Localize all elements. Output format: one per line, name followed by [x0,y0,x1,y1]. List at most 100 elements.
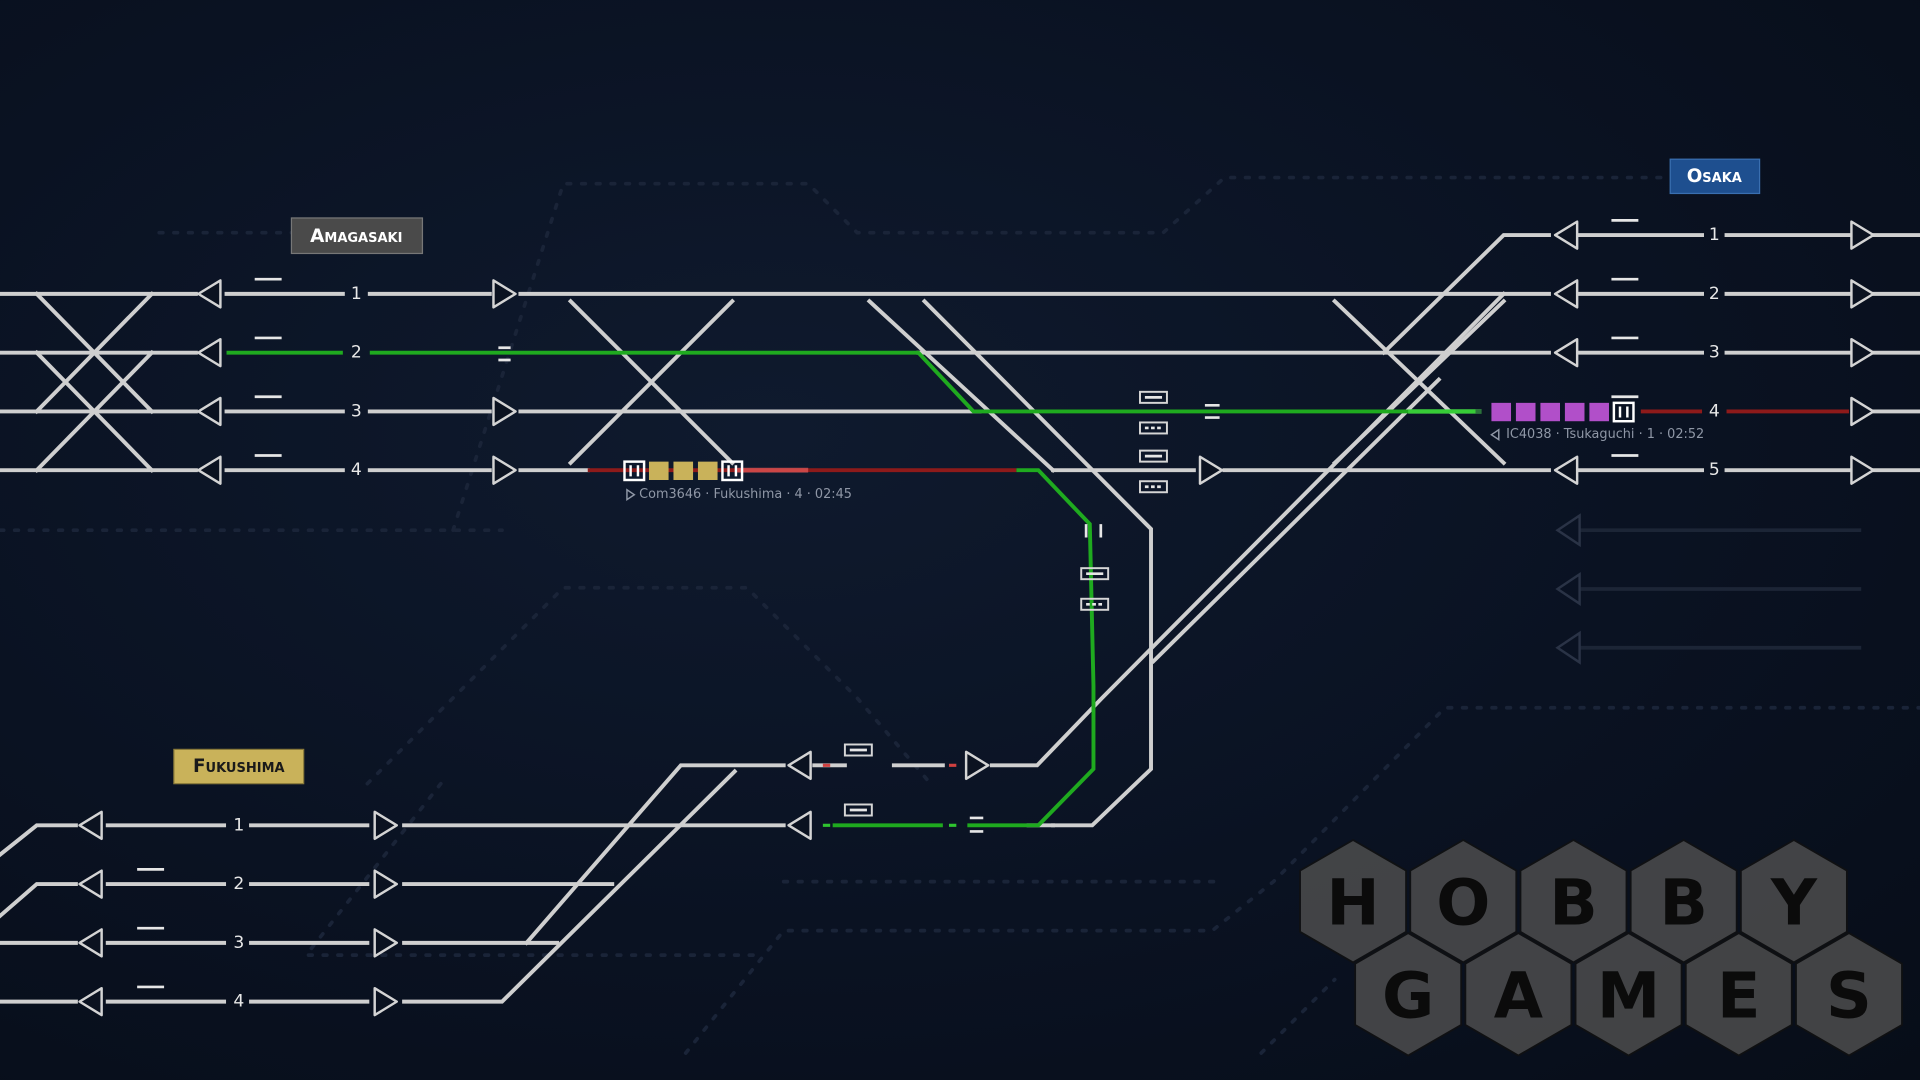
logo-letter: H [1326,867,1379,941]
signal-right-icon [373,986,398,1017]
signal-right-icon [1850,279,1875,309]
signal-left-icon [197,396,222,427]
signal-left-icon [1553,455,1579,485]
logo-letter: M [1597,960,1660,1034]
active-route [226,350,1476,828]
signal-right-icon [1850,337,1875,368]
signal-left-icon [787,750,812,780]
fukushima-platform-3: 3 [233,933,244,953]
switch-box-icon [1080,567,1110,581]
train-car [1589,402,1609,422]
signal-left-icon [78,928,103,958]
signal-left-icon [1555,571,1581,606]
signal-right-icon [492,396,517,427]
station-amagasaki[interactable]: Amagasaki [290,217,424,255]
station-label-box [1669,158,1761,195]
train-cab [721,460,744,482]
logo-hex-tile [1629,838,1738,964]
train-cab [1612,401,1635,423]
platform-numbers: 1 2 3 4 1 2 3 4 5 1 2 3 4 [233,225,1719,1012]
osaka-platform-3: 3 [1709,343,1720,363]
background-guides [0,175,1920,1055]
signal-left-icon [1553,337,1579,368]
signal-right-icon [1850,220,1875,250]
logo-letter: Y [1770,867,1818,941]
signal-right-icon [373,869,398,899]
station-name: Amagasaki [310,226,402,247]
train-info-label: IC4038 · Tsukaguchi · 1 · 02:52 [1506,427,1704,442]
switch-box-icon [1139,390,1168,404]
direction-right-icon [626,488,636,501]
logo-hex-tile [1795,932,1903,1057]
signal-left-icon [787,810,812,840]
station-name: Fukushima [193,756,285,777]
logo-hex-tile [1684,932,1793,1057]
fukushima-platform-2: 2 [233,874,244,894]
signals[interactable] [78,220,1875,1017]
train-car [1515,402,1536,422]
signal-left-icon [78,986,103,1017]
signal-left-icon [197,455,222,485]
occupied-blocks [587,408,1849,473]
osaka-platform-5: 5 [1709,460,1720,480]
logo-hex-tile [1299,838,1408,964]
signal-right-icon [1198,455,1224,485]
station-fukushima[interactable]: Fukushima [173,748,305,785]
signal-right-icon [373,810,398,840]
signal-right-icon [964,750,990,780]
osaka-platform-2: 2 [1709,284,1720,304]
logo-hex-tile [1354,932,1463,1057]
logo-hex-tile [1574,932,1683,1057]
signal-right-icon [492,279,517,309]
amagasaki-platform-2: 2 [351,343,362,363]
signal-left-icon [1553,220,1579,250]
station-name: Osaka [1687,166,1742,187]
signal-left-icon [197,337,222,368]
train-cab [623,460,646,482]
logo-letter: O [1436,867,1490,941]
direction-left-icon [1490,428,1500,441]
logo-letter: B [1549,867,1598,941]
station-osaka[interactable]: Osaka [1669,158,1761,195]
train-car [648,461,669,480]
signal-left-icon [1553,279,1579,309]
switch-box-icon [1139,421,1168,435]
signal-left-icon [1555,630,1581,665]
osaka-platform-4: 4 [1709,401,1720,421]
signal-right-icon [1850,396,1875,427]
signal-right-icon [492,455,517,485]
train-car [1491,402,1512,422]
logo-hex-tile [1519,838,1628,964]
signal-left-icon [197,279,222,309]
signal-left-icon [78,810,103,840]
train-car [697,461,718,480]
switch-box-icon [1080,597,1110,611]
logo-letter: B [1659,867,1708,941]
train-com3646[interactable]: Com3646 · Fukushima · 4 · 02:45 [623,460,852,503]
train-info-label: Com3646 · Fukushima · 4 · 02:45 [639,487,852,502]
track-network [0,233,1920,1004]
signal-right-icon [373,928,398,958]
inactive-tracks [1555,513,1862,665]
switch-boxes[interactable] [843,390,1168,817]
platform-markers [137,219,1639,989]
logo-letter: S [1826,960,1872,1034]
fukushima-platform-4: 4 [233,992,244,1012]
train-car [1540,402,1560,422]
station-label-box [173,748,305,785]
signal-right-icon [1850,455,1875,485]
train-ic4038[interactable]: IC4038 · Tsukaguchi · 1 · 02:52 [1490,401,1704,442]
logo-letter: E [1717,960,1760,1034]
signal-left-icon [78,869,103,899]
train-car [1564,402,1585,422]
switch-box-icon [843,803,873,817]
amagasaki-platform-3: 3 [351,401,362,421]
signal-left-icon [1555,513,1581,548]
osaka-platform-1: 1 [1709,225,1720,245]
logo-letter: A [1494,960,1543,1034]
amagasaki-platform-4: 4 [351,460,362,480]
fukushima-platform-1: 1 [233,815,244,835]
logo-letter: G [1382,960,1434,1034]
